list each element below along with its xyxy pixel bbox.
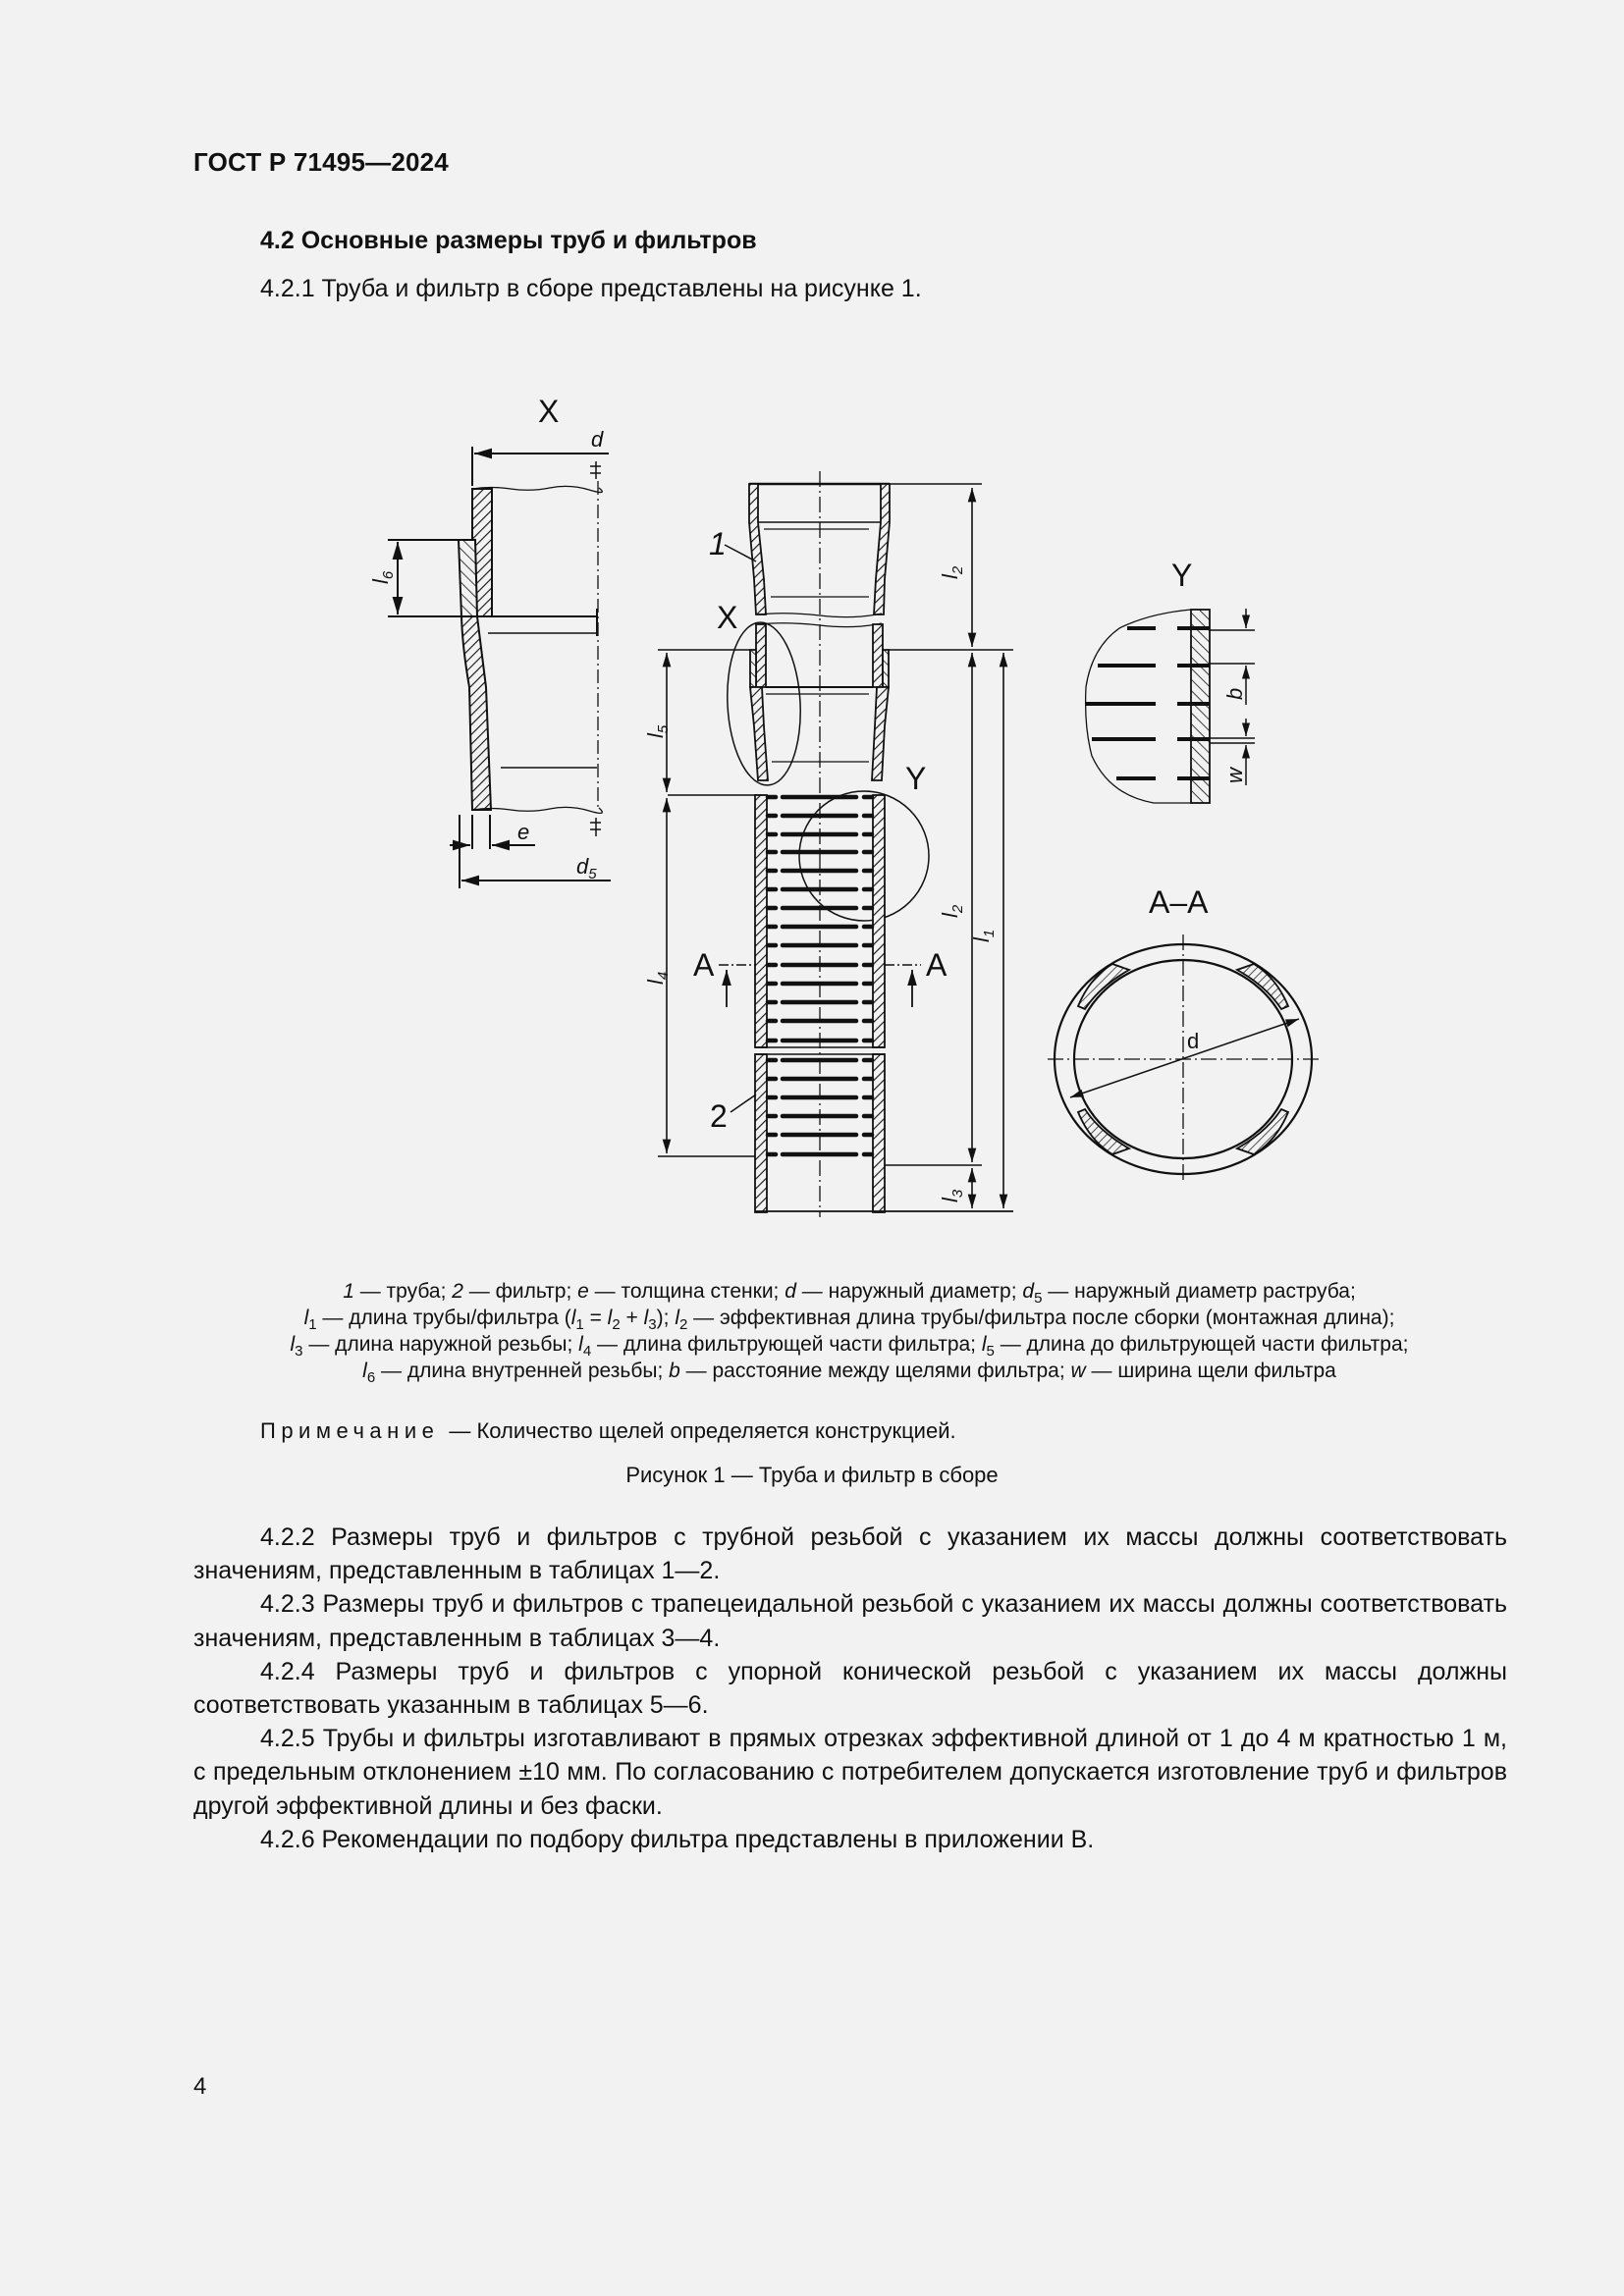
label-d-section: d [1187,1029,1199,1053]
label-d5: d5 [576,854,597,882]
legend-line-3: l3 — длина наружной резьбы; l4 — длина ф… [290,1333,1409,1360]
label-l6: l6 [368,570,397,584]
paragraph-4-2-2: 4.2.2 Размеры труб и фильтров с трубной … [193,1523,1507,1585]
label-l1: l1 [969,930,998,942]
body-text: 4.2.2 Размеры труб и фильтров с трубной … [193,1521,1507,1856]
main-tube-view [658,471,1013,1217]
callout-1: 1 [709,526,727,561]
label-detail-x: X [538,394,559,429]
label-b: b [1222,688,1247,700]
section-mark-a-left: A [693,947,715,983]
label-e: e [517,820,529,844]
label-l2: l2 [938,904,966,918]
paragraph-4-2-5: 4.2.5 Трубы и фильтры изготавливают в пр… [193,1725,1507,1820]
note-text: — Количество щелей определяется конструк… [449,1418,956,1443]
legend-line-2: l1 — длина трубы/фильтра (l1 = l2 + l3);… [303,1307,1395,1333]
label-l2-top: l2 [938,565,966,579]
section-mark-a-right: A [926,947,947,983]
legend-line-1: 1 — труба; 2 — фильтр; e — толщина стенк… [343,1280,1356,1307]
label-l4: l4 [643,972,672,985]
callout-2: 2 [710,1098,728,1134]
section-a-a-view [1048,934,1321,1183]
label-d-top: d [591,427,604,452]
label-l3: l3 [938,1189,966,1202]
figure-caption: Рисунок 1 — Труба и фильтр в сборе [625,1463,999,1487]
document-id-header: ГОСТ Р 71495—2024 [193,147,449,177]
label-detail-x-main: X [717,600,737,635]
page-number: 4 [193,2073,207,2100]
paragraph-4-2-4: 4.2.4 Размеры труб и фильтров с упорной … [193,1657,1507,1720]
filter-slots [765,794,875,1157]
note-label: Примечание [260,1418,440,1443]
section-title: 4.2 Основные размеры труб и фильтров [260,227,757,254]
figure-pipe-filter-assembly: X d e d5 l6 1 X Y 2 A A l2 l5 l2 l1 l4 l… [368,394,1321,1217]
detail-y-view [1084,609,1255,804]
paragraph-4-2-3: 4.2.3 Размеры труб и фильтров с трапецеи… [193,1590,1507,1652]
label-l5: l5 [643,724,672,738]
label-section-a-a: A–A [1149,884,1209,920]
figure-legend: 1 — труба; 2 — фильтр; e — толщина стенк… [196,1278,1502,1386]
legend-line-4: l6 — длина внутренней резьбы; b — рассто… [362,1360,1336,1386]
label-detail-y-main: Y [905,761,926,796]
detail-x-view [388,447,611,888]
paragraph-4-2-6: 4.2.6 Рекомендации по подбору фильтра пр… [260,1825,1095,1853]
label-w: w [1222,766,1247,783]
label-detail-y: Y [1171,558,1192,593]
figure-note: Примечание — Количество щелей определяетс… [260,1418,956,1444]
paragraph-4-2-1: 4.2.1 Труба и фильтр в сборе представлен… [260,275,922,302]
